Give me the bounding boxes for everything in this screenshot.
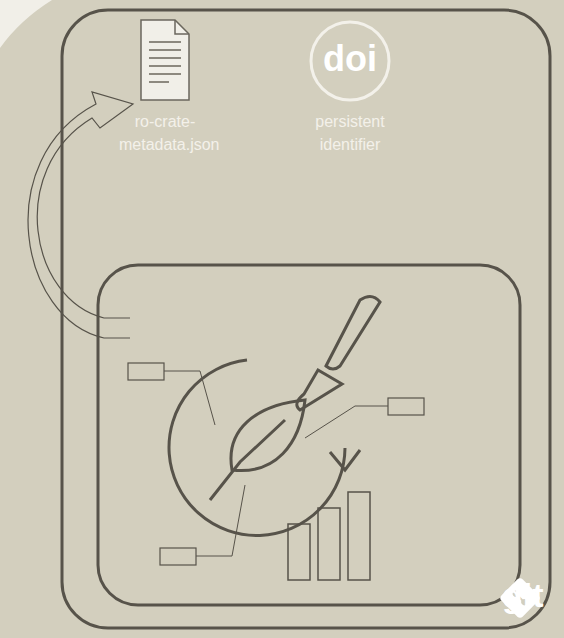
metadata-file: ro-crate- metadata.json bbox=[118, 18, 212, 104]
bar bbox=[288, 524, 310, 580]
leader-line bbox=[305, 406, 388, 438]
leader-line bbox=[196, 485, 245, 556]
feedback-arrow bbox=[28, 92, 133, 338]
callout-box bbox=[160, 548, 196, 565]
leader-line bbox=[164, 371, 215, 425]
inner-box bbox=[98, 265, 520, 605]
bar bbox=[318, 508, 340, 580]
git-wordmark: git bbox=[502, 576, 544, 615]
corner-accent bbox=[0, 0, 52, 48]
cycle-arrowhead bbox=[330, 450, 360, 470]
bar bbox=[348, 492, 370, 580]
doi-text: doi bbox=[309, 38, 391, 80]
node-caption: persistent identifier bbox=[290, 110, 410, 156]
trowel-handle bbox=[326, 296, 380, 369]
doi-badge: doipersistent identifier bbox=[309, 20, 391, 102]
leaf-stem bbox=[210, 420, 285, 500]
trowel-blade bbox=[297, 370, 342, 410]
document-icon bbox=[118, 18, 212, 104]
node-caption: ro-crate- metadata.json bbox=[105, 110, 225, 156]
callout-box bbox=[388, 398, 424, 415]
outer-box bbox=[62, 10, 550, 628]
callout-box bbox=[128, 363, 164, 380]
